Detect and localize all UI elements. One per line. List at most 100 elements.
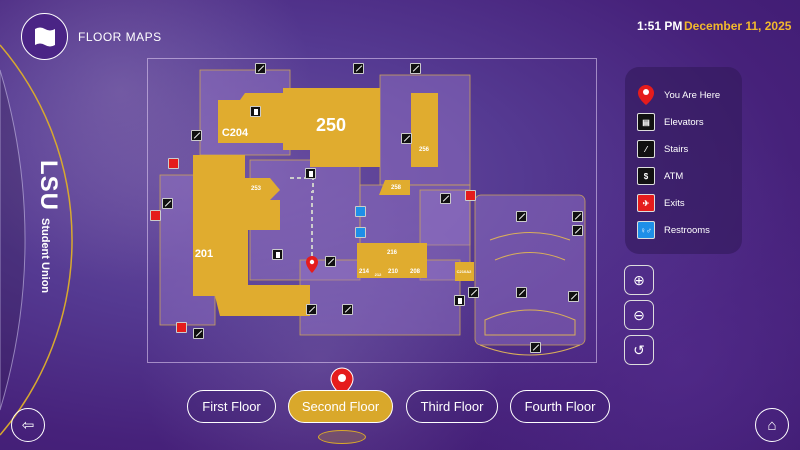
room-label-c204: C204 <box>222 127 249 139</box>
stairs-icon[interactable] <box>572 211 583 222</box>
room-250 <box>283 88 380 167</box>
theater-seating <box>479 232 581 356</box>
stairs-icon[interactable] <box>306 304 317 315</box>
stairs-icon[interactable] <box>572 225 583 236</box>
room-label-c210a2: C210A2 <box>457 269 472 274</box>
legend-label: ATM <box>664 170 684 182</box>
home-icon: ⌂ <box>767 416 777 434</box>
legend-item-atm: $ ATM <box>637 167 683 185</box>
home-button[interactable]: ⌂ <box>755 408 789 442</box>
room-216 <box>357 243 427 278</box>
floor-map-frame[interactable] <box>147 58 597 363</box>
page-title: FLOOR MAPS <box>78 30 162 44</box>
legend-item-exits: ✈ Exits <box>637 194 685 212</box>
elevator-icon[interactable] <box>454 295 465 306</box>
floor-tab-fourth[interactable]: Fourth Floor <box>510 390 610 423</box>
room-253 <box>236 178 280 200</box>
zoom-out-button[interactable]: ⊖ <box>624 300 654 330</box>
room-c204 <box>218 93 283 143</box>
legend-item-you-are-here: You Are Here <box>637 84 720 106</box>
room-201 <box>193 155 310 316</box>
room-label-201: 201 <box>195 248 213 260</box>
stairs-icon[interactable] <box>353 63 364 74</box>
logo-subtitle: Student Union <box>39 218 51 294</box>
exit-icon[interactable] <box>168 158 179 169</box>
floor-tab-first[interactable]: First Floor <box>187 390 276 423</box>
stairs-icon[interactable] <box>568 291 579 302</box>
room-label-216: 216 <box>387 250 398 256</box>
room-258 <box>379 180 410 195</box>
logo-text: LSU <box>35 160 62 211</box>
exit-icon[interactable] <box>150 210 161 221</box>
elevator-icon[interactable] <box>272 249 283 260</box>
map-icon <box>34 27 55 46</box>
restroom-icon: ♀♂ <box>637 221 655 239</box>
zoom-in-button[interactable]: ⊕ <box>624 265 654 295</box>
back-button[interactable]: ⇦ <box>11 408 45 442</box>
stairs-icon[interactable] <box>468 287 479 298</box>
side-arcs <box>0 44 73 436</box>
stairs-icon[interactable] <box>410 63 421 74</box>
legend-label: Exits <box>664 197 685 209</box>
stairs-icon[interactable] <box>342 304 353 315</box>
room-outline <box>359 184 471 246</box>
floor-maps-button[interactable] <box>21 13 68 60</box>
stairs-icon[interactable] <box>255 63 266 74</box>
stairs-icon[interactable] <box>401 133 412 144</box>
stairs-icon[interactable] <box>516 287 527 298</box>
you-are-here-marker <box>306 256 318 273</box>
floor-tab-second[interactable]: Second Floor <box>288 390 393 423</box>
clock-date: December 11, 2025 <box>684 19 792 33</box>
exit-icon: ✈ <box>637 194 655 212</box>
atm-icon: $ <box>637 167 655 185</box>
room-label-258: 258 <box>391 185 402 191</box>
zoom-out-icon: ⊖ <box>633 306 645 323</box>
room-256 <box>411 93 438 167</box>
floor-tab-third[interactable]: Third Floor <box>406 390 498 423</box>
legend-label: Stairs <box>664 143 689 155</box>
stairs-icon[interactable] <box>191 130 202 141</box>
room-label-253: 253 <box>251 186 262 192</box>
elevator-icon: ▤ <box>637 113 655 131</box>
room-label-256: 256 <box>419 147 430 153</box>
exit-icon[interactable] <box>176 322 187 333</box>
room-label-250: 250 <box>316 115 346 135</box>
stairs-icon[interactable] <box>440 193 451 204</box>
clock-time: 1:51 PM <box>637 19 683 33</box>
exit-icon[interactable] <box>465 190 476 201</box>
room-label-210: 210 <box>388 269 399 275</box>
stairs-icon[interactable] <box>530 342 541 353</box>
legend-label: You Are Here <box>664 89 721 101</box>
legend-label: Elevators <box>664 116 704 128</box>
room-label-214: 214 <box>359 269 370 275</box>
rooms <box>193 88 474 316</box>
elevator-icon[interactable] <box>305 168 316 179</box>
stairs-icon[interactable] <box>162 198 173 209</box>
side-arc <box>0 69 26 411</box>
location-pin-icon <box>638 85 654 105</box>
reset-icon: ↺ <box>633 341 645 358</box>
stairs-icon[interactable] <box>325 256 336 267</box>
restroom-icon[interactable] <box>355 206 366 217</box>
current-floor-pin-icon <box>330 367 354 397</box>
stairs-icon[interactable] <box>193 328 204 339</box>
room-label-208: 208 <box>410 269 421 275</box>
theater-outline <box>474 194 586 346</box>
side-arc-gold <box>0 44 73 436</box>
back-arrow-icon: ⇦ <box>21 417 35 434</box>
legend-label: Restrooms <box>664 224 710 236</box>
room-c210a2 <box>455 262 474 281</box>
elevator-icon[interactable] <box>250 106 261 117</box>
lsu-logo: LSU Student Union <box>35 160 66 294</box>
legend-item-stairs: ⁄ Stairs <box>637 140 688 158</box>
reset-view-button[interactable]: ↺ <box>624 335 654 365</box>
active-floor-indicator <box>318 430 366 444</box>
stairs-icon: ⁄ <box>637 140 655 158</box>
legend-item-elevators: ▤ Elevators <box>637 113 704 131</box>
room-label-212: 212 <box>375 272 382 277</box>
legend-item-restrooms: ♀♂ Restrooms <box>637 221 710 239</box>
restroom-icon[interactable] <box>355 227 366 238</box>
map-legend: You Are Here ▤ Elevators ⁄ Stairs $ ATM … <box>625 67 742 254</box>
stairs-icon[interactable] <box>516 211 527 222</box>
